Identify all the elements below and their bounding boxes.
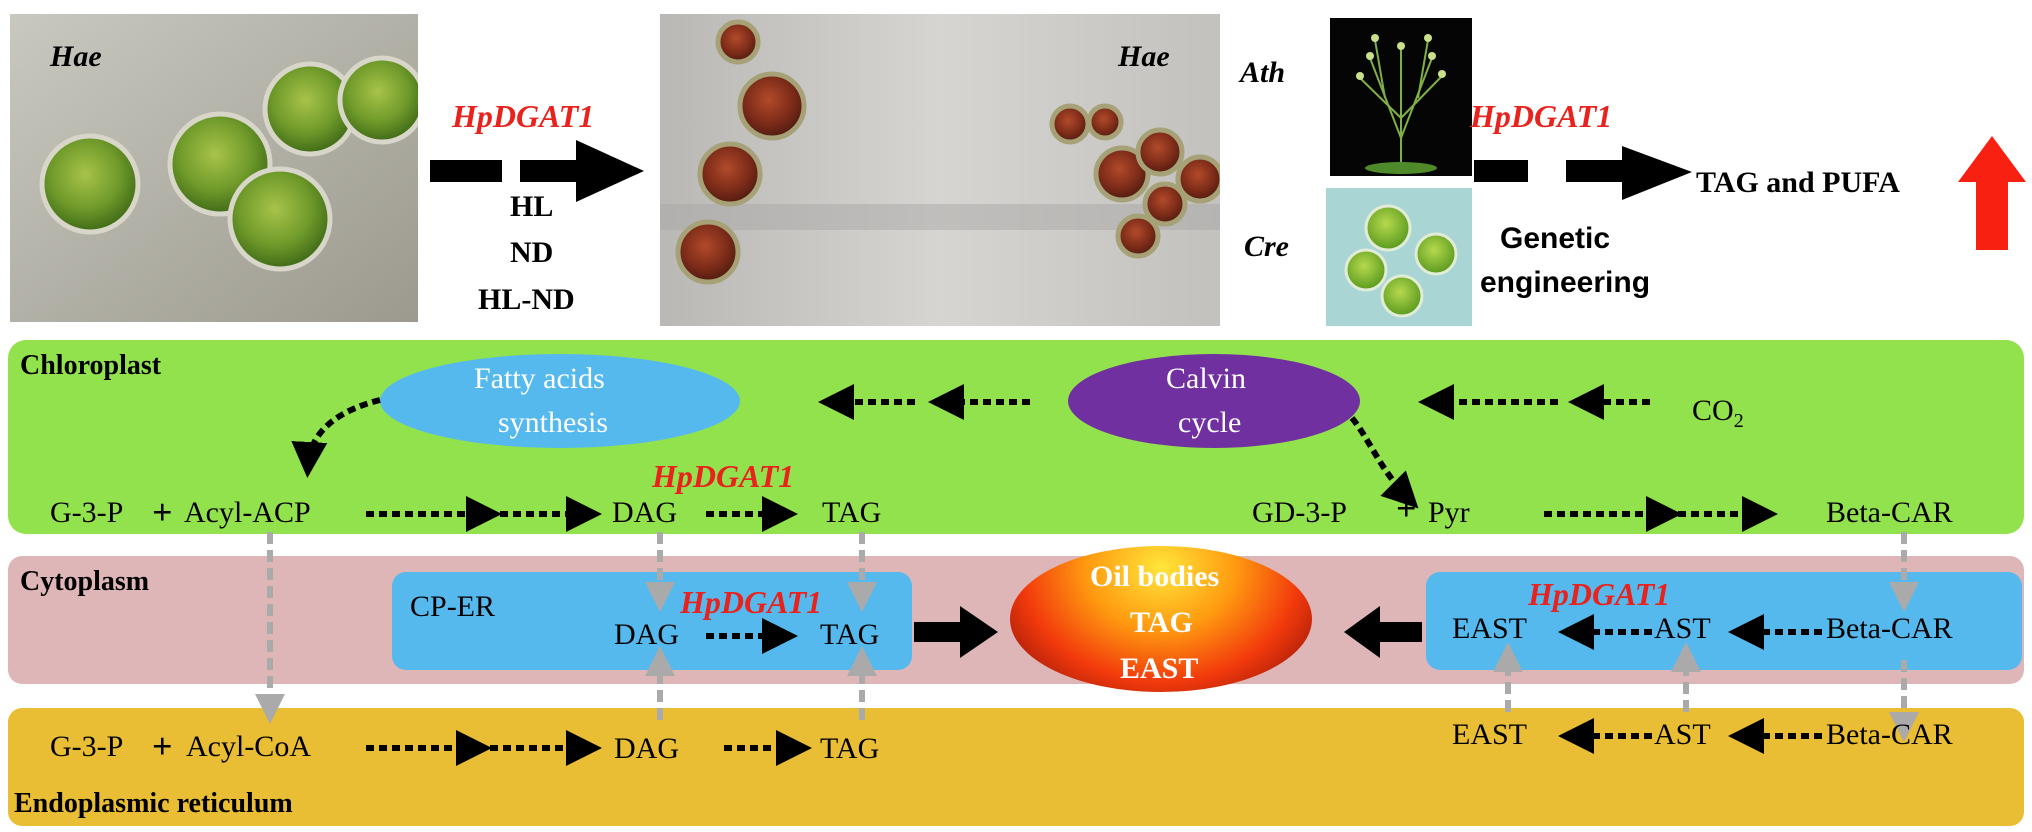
result-label: TAG and PUFA — [1696, 166, 1900, 199]
tag-cyto: TAG — [820, 618, 880, 651]
co2-text: CO — [1692, 394, 1734, 427]
g3p-er: G-3-P — [50, 730, 124, 763]
fatty-acids-synthesis-ellipse — [380, 354, 740, 448]
gene-label-cytoplasm-right: HpDGAT1 — [1528, 576, 1671, 612]
ath-label: Ath — [1240, 56, 1286, 89]
fatty-acids-line2: synthesis — [498, 406, 609, 439]
pyr-chl: Pyr — [1428, 496, 1470, 529]
condition-hl-nd: HL-ND — [478, 283, 575, 316]
tag-er: TAG — [820, 732, 880, 765]
chloroplast-label: Chloroplast — [20, 350, 162, 381]
er-label: Endoplasmic reticulum — [14, 788, 293, 819]
gene-label-top-left: HpDGAT1 — [452, 98, 595, 134]
arrow-calvin-to-pyr — [1349, 416, 1419, 509]
plant-image — [1356, 34, 1446, 174]
induction-arrow — [430, 140, 644, 202]
cre-cells-photo — [1326, 188, 1472, 326]
er-band — [8, 708, 2024, 826]
plus-chl-right: + — [1396, 488, 1417, 528]
plus-er: + — [152, 726, 173, 766]
ast-er: AST — [1654, 718, 1711, 751]
acyl-coa-er: Acyl-CoA — [186, 730, 311, 763]
tag-chl: TAG — [822, 496, 882, 529]
engineering-label: engineering — [1480, 266, 1651, 299]
hae-label-right: Hae — [1118, 40, 1170, 73]
green-cells-image — [10, 14, 418, 322]
hae-red-cells-photo — [660, 14, 1220, 326]
arrow-east-to-oil — [1344, 606, 1422, 658]
beta-car-chl: Beta-CAR — [1826, 496, 1953, 529]
east-er: EAST — [1452, 718, 1527, 751]
cp-er-label: CP-ER — [410, 590, 496, 623]
gene-label-cytoplasm-left: HpDGAT1 — [680, 584, 823, 620]
cytoplasm-label: Cytoplasm — [20, 566, 150, 597]
oil-bodies-line3: EAST — [1120, 652, 1199, 685]
oil-bodies-line2: TAG — [1130, 606, 1193, 639]
ath-plant-photo — [1330, 18, 1472, 176]
dag-chl: DAG — [612, 496, 677, 529]
condition-nd: ND — [510, 236, 554, 269]
increase-up-arrow-icon — [1958, 136, 2026, 250]
red-cells-image — [660, 14, 1220, 326]
arrow-cp-er-to-oil — [914, 606, 998, 658]
g3p-chl: G-3-P — [50, 496, 124, 529]
gene-label-top-right: HpDGAT1 — [1470, 98, 1613, 134]
calvin-line2: cycle — [1178, 406, 1242, 439]
hae-label-left: Hae — [50, 40, 102, 73]
engineering-arrow — [1474, 146, 1692, 200]
dag-er: DAG — [614, 732, 679, 765]
cre-label: Cre — [1244, 230, 1289, 263]
fatty-acids-line1: Fatty acids — [474, 362, 605, 395]
oil-bodies-ellipse — [1010, 546, 1312, 692]
east-box — [1426, 572, 2022, 670]
arrow-fatty-to-g3p — [291, 397, 381, 478]
plus-chl-left: + — [152, 492, 173, 532]
calvin-line1: Calvin — [1166, 362, 1246, 395]
co2-label: CO2 — [1692, 394, 1744, 432]
gd3p-chl: GD-3-P — [1252, 496, 1347, 529]
co2-subscript: 2 — [1733, 410, 1744, 432]
acyl-acp-chl: Acyl-ACP — [184, 496, 311, 529]
east-cyto: EAST — [1452, 612, 1527, 645]
beta-car-er: Beta-CAR — [1826, 718, 1953, 751]
condition-hl: HL — [510, 190, 554, 223]
calvin-cycle-ellipse — [1068, 354, 1360, 448]
oil-bodies-line1: Oil bodies — [1090, 560, 1220, 593]
dag-cyto: DAG — [614, 618, 679, 651]
gene-label-chloroplast: HpDGAT1 — [652, 458, 795, 494]
beta-car-cyto: Beta-CAR — [1826, 612, 1953, 645]
cre-image — [1344, 204, 1458, 318]
ast-cyto: AST — [1654, 612, 1711, 645]
chloroplast-band — [8, 340, 2024, 534]
genetic-label: Genetic — [1500, 222, 1611, 255]
hae-green-cells-photo — [10, 14, 418, 322]
